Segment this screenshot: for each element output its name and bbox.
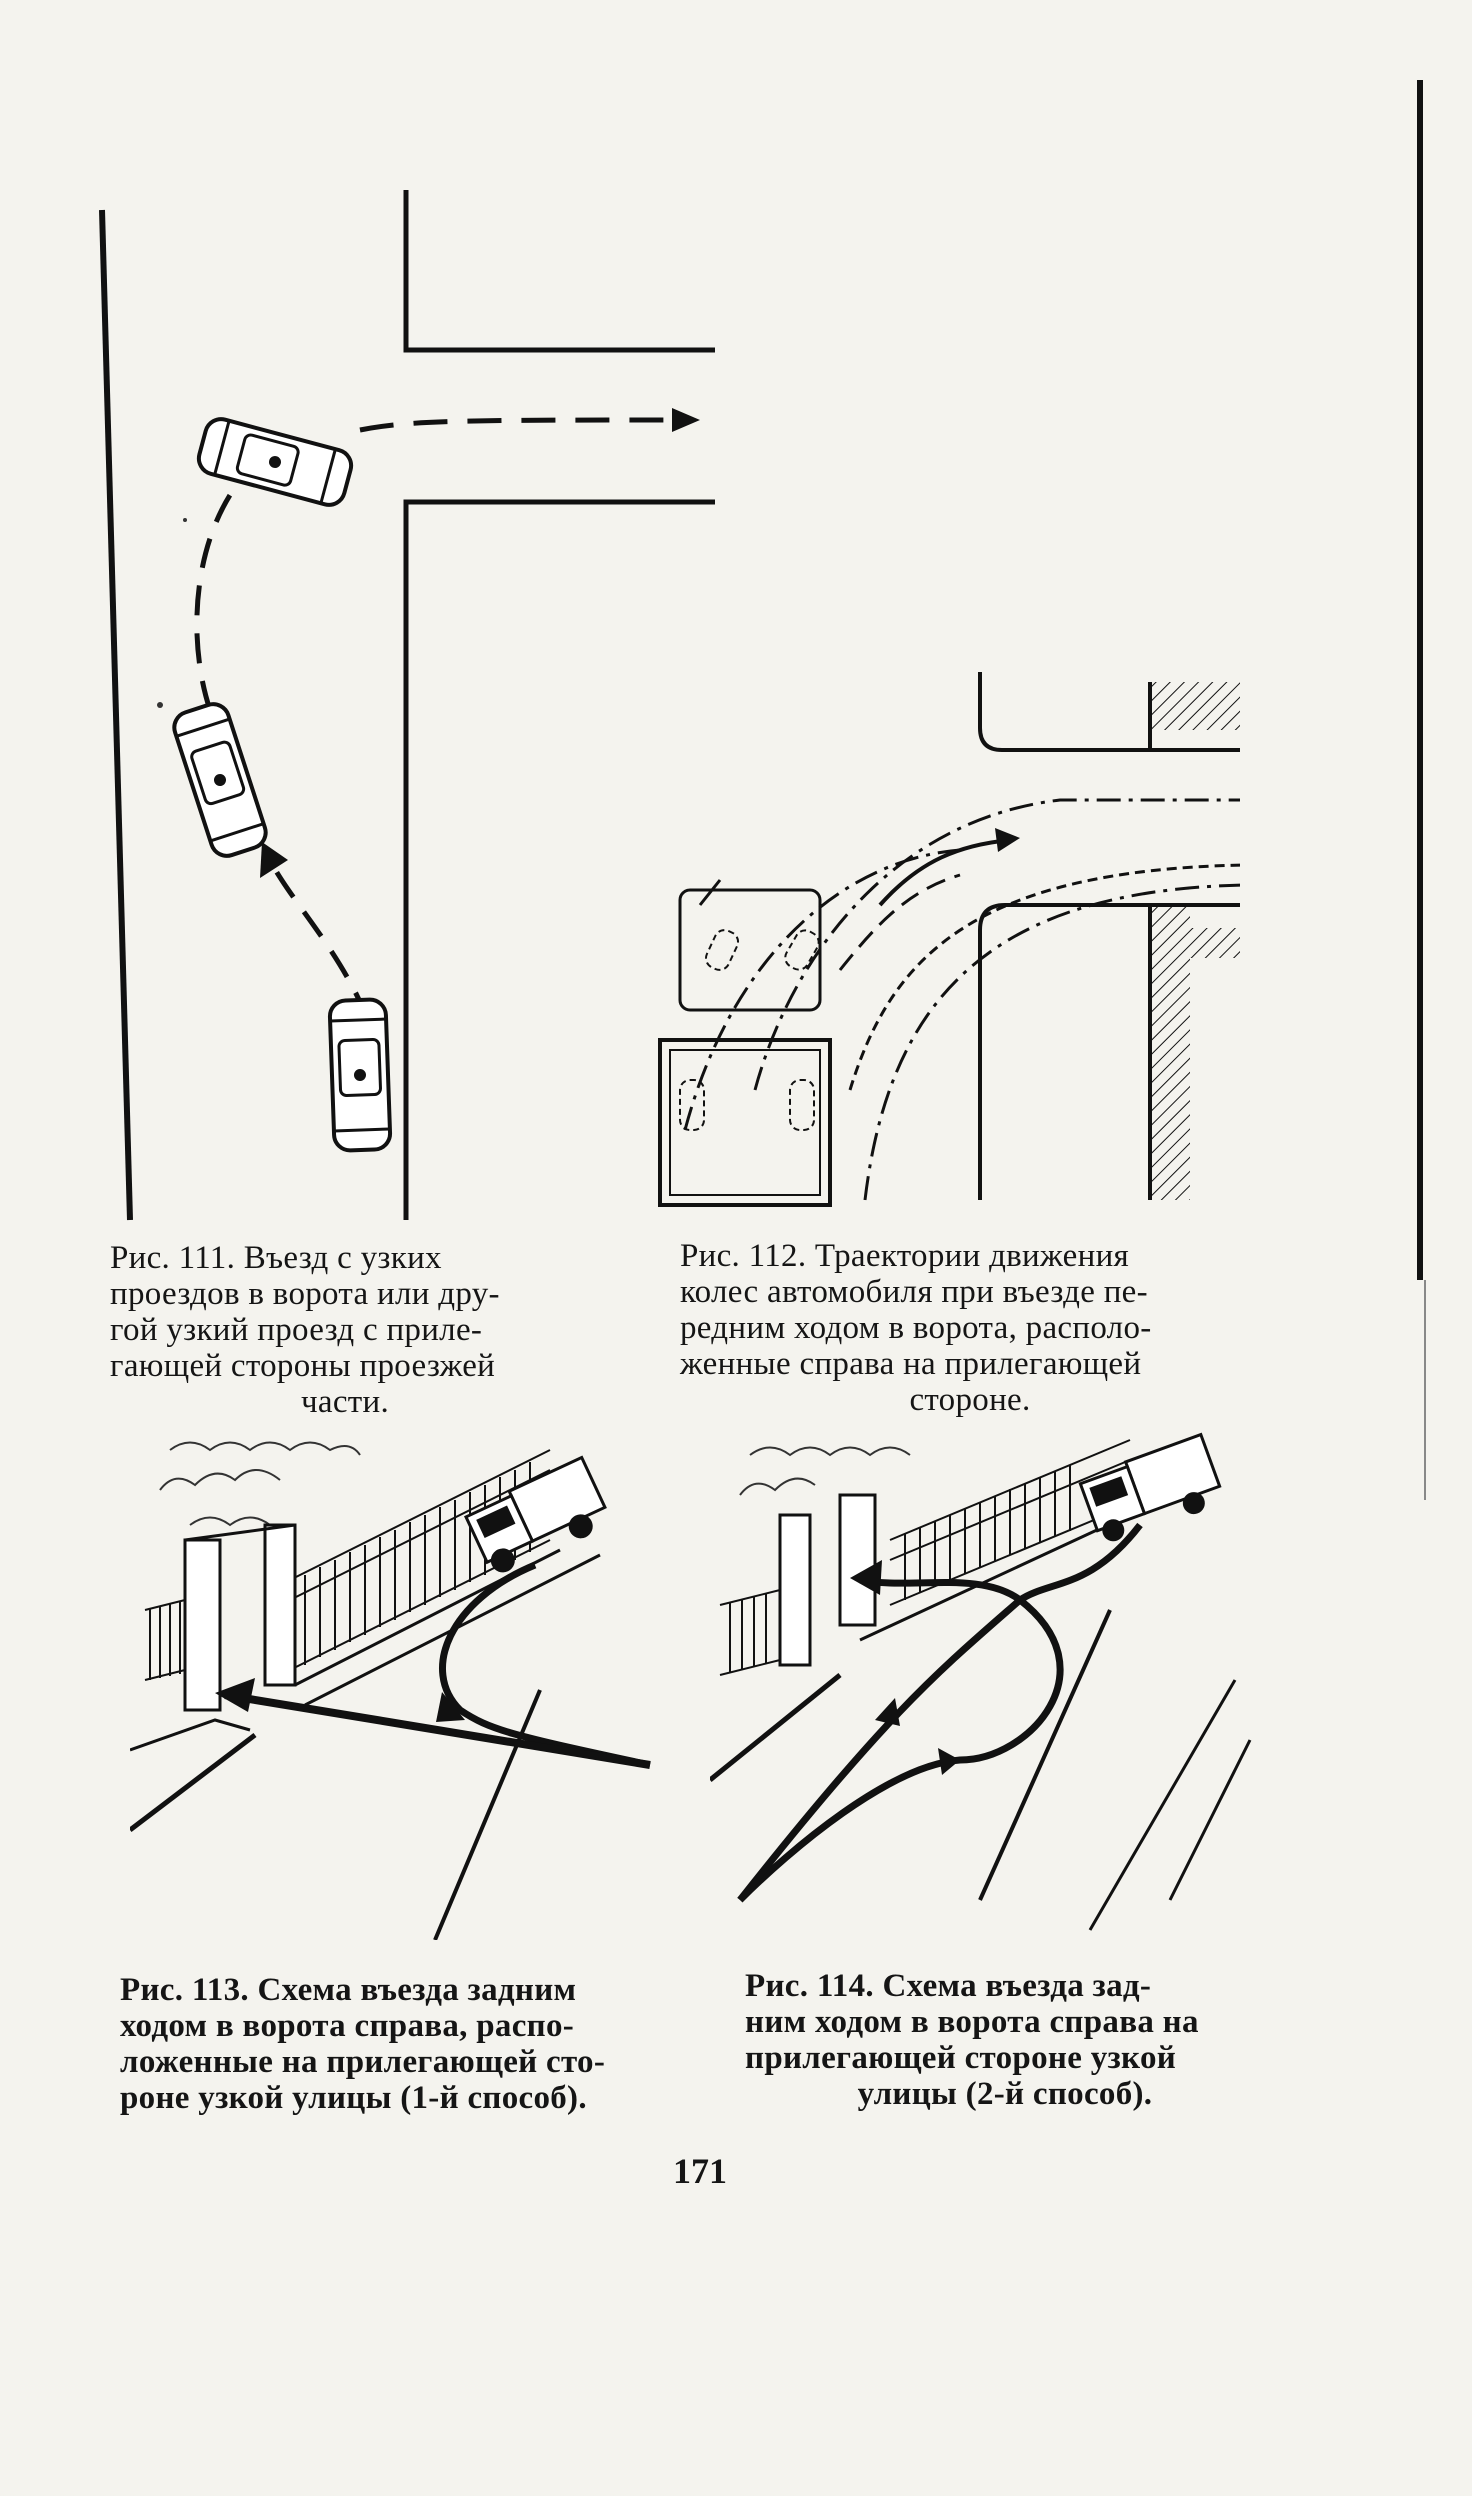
caption-fig-112: Рис. 112. Траектории движения колес авто… xyxy=(680,1238,1260,1418)
caption-line: женные справа на прилегающей xyxy=(680,1346,1142,1382)
caption-line: Рис. 113. Схема въезда задним xyxy=(120,1972,577,2008)
figure-111-diagram xyxy=(90,180,740,1230)
caption-line: ним ходом в ворота справа на xyxy=(745,2004,1199,2040)
caption-line: ходом в ворота справа, распо- xyxy=(120,2008,575,2044)
caption-line: колес автомобиля при въезде пе- xyxy=(680,1274,1148,1310)
caption-line: редним ходом в ворота, располо- xyxy=(680,1310,1152,1346)
caption-fig-114: Рис. 114. Схема въезда зад- ним ходом в … xyxy=(745,1968,1265,2112)
caption-fig-111: Рис. 111. Въезд с узких проездов в ворот… xyxy=(110,1240,580,1420)
caption-line: улицы (2-й способ). xyxy=(857,2076,1153,2112)
caption-line: Рис. 111. Въезд с узких xyxy=(110,1240,442,1276)
caption-line: роне узкой улицы (1-й способ). xyxy=(120,2080,587,2116)
caption-line: проездов в ворота или дру- xyxy=(110,1276,500,1312)
caption-fig-113: Рис. 113. Схема въезда задним ходом в во… xyxy=(120,1972,640,2116)
caption-line: гающей стороны проезжей xyxy=(110,1348,496,1384)
figure-113-illustration xyxy=(130,1430,690,1940)
figure-112-diagram xyxy=(640,660,1240,1220)
caption-line: ложенные на прилегающей сто- xyxy=(120,2044,606,2080)
figure-114-illustration xyxy=(710,1430,1270,1940)
caption-line: части. xyxy=(300,1384,390,1420)
page-number: 171 xyxy=(673,2151,727,2191)
caption-line: прилегающей стороне узкой xyxy=(745,2040,1177,2076)
caption-line: стороне. xyxy=(909,1382,1031,1418)
caption-line: гой узкий проезд с приле- xyxy=(110,1312,483,1348)
caption-line: Рис. 112. Траектории движения xyxy=(680,1238,1130,1274)
caption-line: Рис. 114. Схема въезда зад- xyxy=(745,1968,1152,2004)
